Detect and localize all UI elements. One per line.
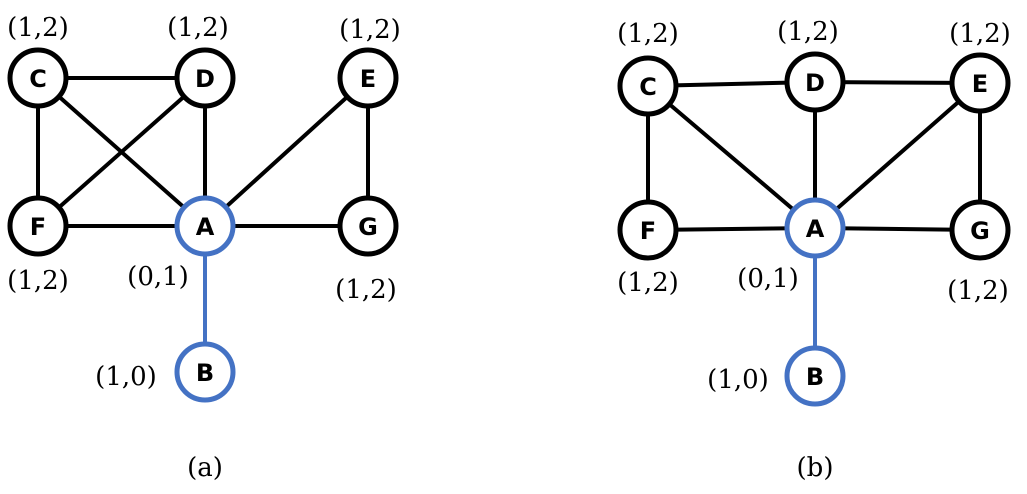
node-tuple-label: (1,2) <box>947 276 1009 306</box>
node-label: E <box>360 65 376 93</box>
node-circle <box>949 199 1011 261</box>
node-label: A <box>196 213 215 241</box>
node-tuple-label: (1,2) <box>617 268 679 298</box>
graph-a: C (1,2) D (1,2) E (1,2) F (1,2) A(0,1) G (1,2) B (1,… <box>7 13 401 483</box>
edge-d-f <box>36 76 207 228</box>
graph-caption: (b) <box>797 453 834 483</box>
node-label: C <box>29 65 47 93</box>
node-f: F (1,2) <box>617 199 679 298</box>
edge-e-a <box>813 81 982 230</box>
nodes: C (1,2) D (1,2) E (1,2) F (1,2) A(0,1) G (1,2) B (1,… <box>7 13 401 403</box>
node-circle <box>784 345 846 407</box>
node-tuple-label: (1,2) <box>7 266 69 296</box>
node-label: A <box>806 215 825 243</box>
node-tuple-label: (1,0) <box>95 362 157 392</box>
node-circle <box>7 47 69 109</box>
node-g: G (1,2) <box>947 199 1011 306</box>
graph-b: C (1,2) D (1,2) E (1,2) F (1,2) A(0,1) G (1,2) B (1,… <box>617 17 1011 483</box>
node-circle <box>174 47 236 109</box>
node-circle <box>617 199 679 261</box>
node-g: G (1,2) <box>335 195 399 305</box>
node-tuple-label: (1,0) <box>707 365 769 395</box>
node-tuple-label: (1,2) <box>339 15 401 45</box>
node-tuple-label: (1,2) <box>777 17 839 47</box>
node-circle <box>617 55 679 117</box>
node-label: D <box>805 69 825 97</box>
node-label: F <box>30 213 46 241</box>
graph-caption: (a) <box>187 453 223 483</box>
node-label: B <box>196 359 214 387</box>
node-label: C <box>639 73 657 101</box>
node-label: B <box>806 363 824 391</box>
node-circle <box>174 341 236 403</box>
node-circle <box>337 195 399 257</box>
node-b: B (1,0) <box>707 345 846 407</box>
node-c: C (1,2) <box>617 19 679 117</box>
node-tuple-label: (1,2) <box>7 13 69 43</box>
node-e: E (1,2) <box>949 19 1011 114</box>
node-tuple-label: (1,2) <box>335 275 397 305</box>
node-label: D <box>195 65 215 93</box>
node-e: E (1,2) <box>337 15 401 109</box>
node-tuple-label: (0,1) <box>737 264 799 294</box>
edge-c-a <box>646 84 817 230</box>
node-circle <box>949 52 1011 114</box>
node-tuple-label: (1,2) <box>949 19 1011 49</box>
node-label: G <box>970 217 990 245</box>
node-circle <box>337 47 399 109</box>
nodes: C (1,2) D (1,2) E (1,2) F (1,2) A(0,1) G (1,2) B (1,… <box>617 17 1011 407</box>
node-f: F (1,2) <box>7 195 69 296</box>
node-c: C (1,2) <box>7 13 69 109</box>
node-tuple-label: (1,2) <box>167 13 229 43</box>
edge-e-a <box>203 76 370 228</box>
node-d: D (1,2) <box>777 17 846 113</box>
node-tuple-label: (0,1) <box>127 262 189 292</box>
node-a: A(0,1) <box>127 195 236 292</box>
node-label: G <box>358 213 378 241</box>
node-tuple-label: (1,2) <box>617 19 679 49</box>
node-d: D (1,2) <box>167 13 236 109</box>
node-a: A(0,1) <box>737 197 846 294</box>
node-circle <box>7 195 69 257</box>
node-circle <box>174 195 236 257</box>
node-label: F <box>640 217 656 245</box>
node-circle <box>784 51 846 113</box>
node-label: E <box>972 70 988 98</box>
node-circle <box>784 197 846 259</box>
node-b: B (1,0) <box>95 341 236 403</box>
